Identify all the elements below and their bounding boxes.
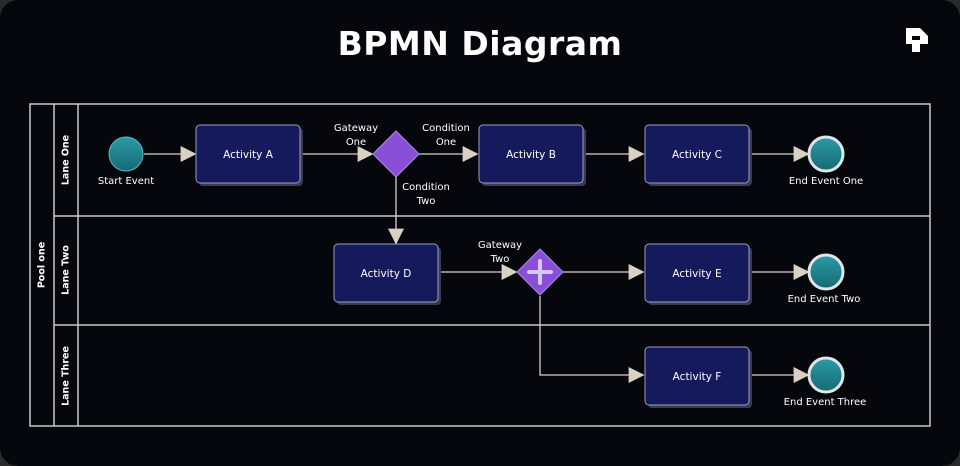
end-event-one-label: End Event One [789,176,863,187]
condition-two: Condition Two [402,182,450,207]
gateway-one-label-line1: Gateway [334,123,378,134]
activity-b[interactable]: Activity B [478,124,586,186]
activity-d-label: Activity D [361,268,412,280]
condition-two-label-line2: Two [416,196,436,207]
activity-d-box[interactable] [333,243,439,303]
activity-f-label: Activity F [673,371,722,383]
gateway-one[interactable]: Gateway One [334,123,420,178]
end-event-three[interactable]: End Event Three [784,356,867,408]
pool-label: Pool one [37,242,48,288]
activity-c-label: Activity C [672,149,722,161]
activity-c[interactable]: Activity C [644,124,752,186]
condition-two-label-line1: Condition [402,182,450,193]
end-event-one-circle[interactable] [807,135,845,173]
end-event-one[interactable]: End Event One [789,135,863,187]
gateway-one-diamond[interactable] [372,130,420,178]
connectors [144,146,810,383]
activity-e-box[interactable] [644,243,750,303]
pool: Pool one Lane One Lane Two Lane Three [29,103,931,427]
lane-label-three: Lane Three [61,346,72,406]
gateway-two[interactable]: Gateway Two [478,240,564,296]
gateway-two-label-line1: Gateway [478,240,522,251]
brand-logo-icon [906,28,928,52]
page-title: BPMN Diagram [337,24,623,63]
activity-e-label: Activity E [672,268,721,280]
activity-f[interactable]: Activity F [644,346,752,408]
start-event[interactable]: Start Event [98,136,154,187]
activity-f-box[interactable] [644,346,750,406]
gateway-two-label-line2: Two [490,254,510,265]
end-event-three-circle[interactable] [807,356,845,394]
activity-e[interactable]: Activity E [644,243,752,305]
start-event-circle[interactable] [108,136,144,172]
gateway-one-label-line2: One [346,137,366,148]
activity-d[interactable]: Activity D [333,243,441,305]
lane-label-two: Lane Two [61,245,72,295]
activity-a-box[interactable] [195,124,301,184]
activity-a[interactable]: Activity A [195,124,303,186]
pool-border [29,103,931,427]
end-event-two-circle[interactable] [807,253,845,291]
activity-b-label: Activity B [506,149,556,161]
end-event-two[interactable]: End Event Two [788,253,861,305]
activity-b-box[interactable] [478,124,584,184]
end-event-three-label: End Event Three [784,397,867,408]
start-event-label: Start Event [98,176,154,187]
condition-one-label-line2: One [436,137,456,148]
activity-a-label: Activity A [223,149,274,161]
condition-one-label-line1: Condition [422,123,470,134]
lane-label-one: Lane One [61,135,72,185]
flow-gateway-two-to-f[interactable] [539,296,645,383]
activity-c-box[interactable] [644,124,750,184]
plus-icon [527,259,553,285]
end-event-two-label: End Event Two [788,294,861,305]
condition-one: Condition One [422,123,470,148]
